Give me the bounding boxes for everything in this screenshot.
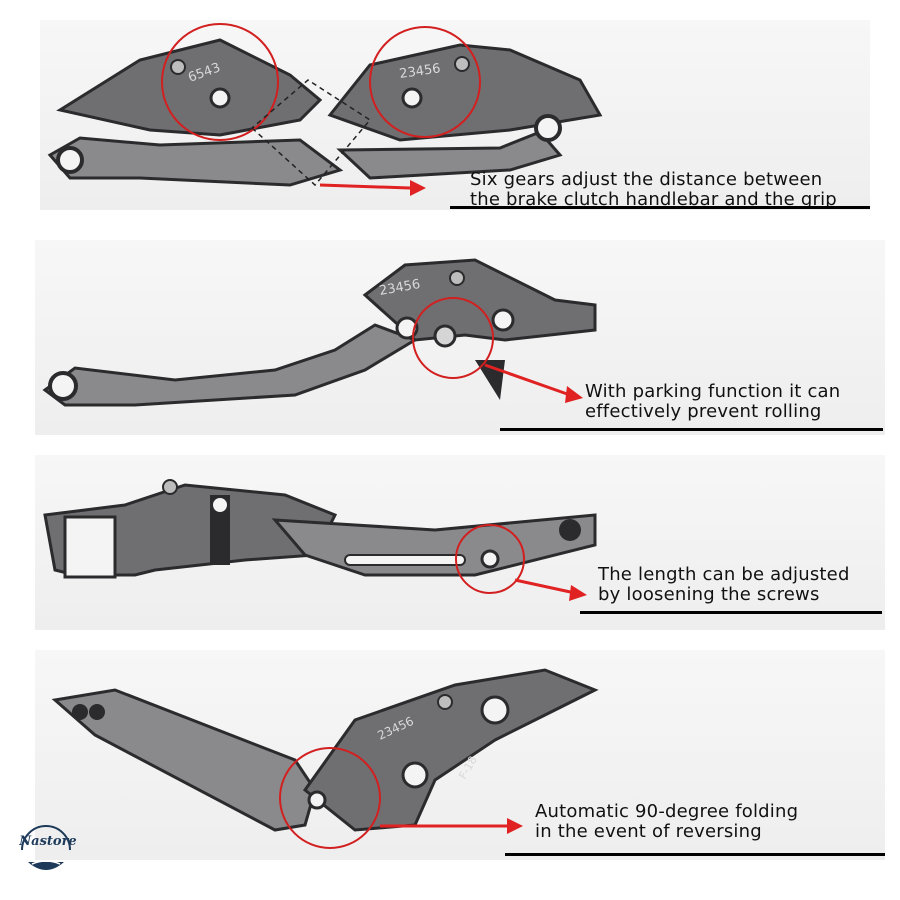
left-lever-head	[56, 38, 323, 137]
pivot-bolt	[401, 761, 429, 789]
lever-arm	[42, 323, 419, 407]
arrow-head	[507, 818, 523, 834]
caption-line: Six gears adjust the distance between	[470, 169, 823, 190]
lever-photo-length	[35, 455, 885, 630]
lever-tip	[48, 371, 78, 401]
lever-illustration: 6543 23456	[47, 23, 603, 196]
engraving: 23456	[378, 277, 421, 299]
caption-gears: Six gears adjust the distance between th…	[470, 170, 837, 210]
caption-line: The length can be adjusted	[598, 564, 850, 585]
lever-grip-dot	[72, 704, 88, 720]
arrow-head	[565, 386, 583, 403]
caption-folding: Automatic 90-degree folding in the event…	[535, 802, 798, 842]
caption-line: in the event of reversing	[535, 821, 762, 842]
highlight-circle	[279, 747, 381, 849]
arrow-head	[410, 180, 426, 196]
arrow-head	[569, 585, 587, 601]
mount-hole	[480, 695, 510, 725]
adjust-slot	[344, 554, 466, 566]
caption-line: effectively prevent rolling	[585, 401, 822, 422]
caption-underline	[450, 206, 870, 209]
left-lever-tip	[56, 146, 84, 174]
right-lever-tip	[534, 114, 562, 142]
adjuster-cap	[211, 496, 229, 514]
screw	[437, 694, 453, 710]
panel-folding: 23456 F-18 Automatic 90-degree folding i…	[0, 650, 900, 865]
adjuster-knob	[210, 495, 230, 565]
highlight-circle	[161, 23, 279, 141]
highlight-circle	[369, 26, 481, 138]
parking-nut	[433, 324, 457, 348]
arrow-line	[514, 578, 576, 595]
lever-illustration	[43, 479, 597, 601]
clamp-slot	[63, 515, 117, 579]
pivot-bolt	[395, 316, 419, 340]
logo-mark	[21, 825, 71, 870]
highlight-circle	[455, 524, 525, 594]
screw	[170, 59, 186, 75]
lever-tip	[559, 519, 581, 541]
panel-gears: 6543 23456 Six gears adjust the distance…	[0, 0, 900, 220]
caption-underline	[505, 853, 885, 856]
screw	[454, 56, 470, 72]
lever-illustration: 23456 F-18	[51, 668, 599, 849]
brand-logo: Nastore	[14, 820, 78, 880]
caption-line: the brake clutch handlebar and the grip	[470, 189, 837, 210]
lever-photo-gears: 6543 23456	[40, 20, 870, 210]
lever-photo-folding: 23456 F-18	[35, 650, 885, 860]
logo-text: Nastore	[19, 834, 77, 849]
caption-line: With parking function it can	[585, 381, 841, 402]
screw	[449, 270, 465, 286]
fold-pin	[307, 790, 327, 810]
panel-parking: 23456 With parking function it can effec…	[0, 240, 900, 440]
folded-lever-arm	[51, 688, 317, 832]
pivot-bolt	[209, 87, 231, 109]
caption-line: Automatic 90-degree folding	[535, 801, 799, 822]
pivot-bolt	[401, 87, 423, 109]
highlight-circle	[412, 297, 494, 379]
caption-underline	[580, 611, 882, 614]
arrow-line	[484, 363, 571, 397]
dashed-box	[250, 79, 372, 187]
caption-parking: With parking function it can effectively…	[585, 382, 840, 422]
lever-illustration: 23456	[42, 258, 597, 407]
engraving-right: 23456	[398, 61, 441, 82]
screw	[162, 479, 178, 495]
panel-length: The length can be adjusted by loosening …	[0, 455, 900, 640]
arrow-line	[319, 183, 411, 190]
length-screw	[480, 549, 500, 569]
caption-underline	[500, 428, 883, 431]
mount-hole	[491, 308, 515, 332]
left-lever-arm	[47, 136, 344, 187]
right-lever-arm	[336, 130, 563, 180]
lever-grip-dot	[89, 704, 105, 720]
caption-line: by loosening the screws	[598, 584, 820, 605]
lever-photo-parking: 23456	[35, 240, 885, 435]
caption-length: The length can be adjusted by loosening …	[598, 565, 850, 605]
